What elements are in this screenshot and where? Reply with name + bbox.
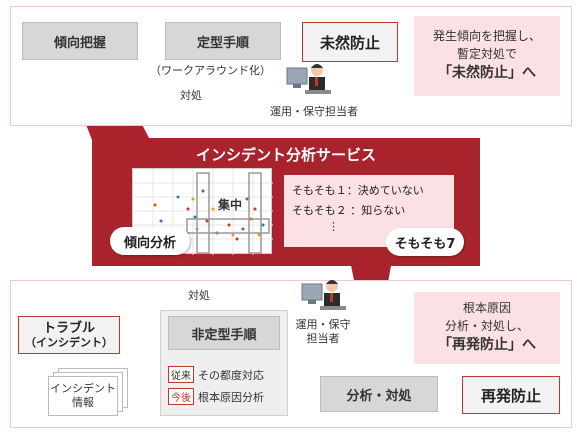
after-tag: 今後 [168, 388, 194, 405]
top-action-label: 対処 [180, 89, 202, 102]
sosomo-list: そもそも１：決めていない そもそも２ ：知らない ⋮ [284, 175, 454, 247]
workaround-label: （ワークアラウンド化） [150, 64, 271, 77]
recurrence-box: 再発防止 [462, 376, 560, 414]
sosomo7-pill: そもそも7 [386, 228, 464, 256]
analysis-box: 分析・対処 [320, 376, 438, 412]
trend-chart [132, 168, 273, 255]
standard-procedure-box: 定型手順 [165, 22, 281, 60]
incident-info-card: インシデント 情報 [48, 376, 118, 416]
operator-icon [286, 64, 331, 94]
bottom-operator-label: 運用・保守 担当者 [295, 318, 351, 346]
top-note: 発生傾向を把握し、 暫定対処で 「未然防止」へ [414, 16, 560, 96]
scatter-plot [133, 169, 273, 255]
concentration-label: 集中 [218, 198, 243, 212]
prevent-box: 未然防止 [302, 22, 398, 62]
before-row: 従来その都度対応 [168, 366, 264, 383]
trend-analysis-pill: 傾向分析 [110, 227, 190, 255]
after-row: 今後根本原因分析 [168, 388, 264, 405]
sosomo-item-1: そもそも１：決めていない [292, 184, 424, 197]
operator-icon-bottom [301, 280, 346, 310]
top-operator-label: 運用・保守担当者 [270, 105, 358, 118]
bottom-note: 根本原因 分析・対処し、 「再発防止」へ [414, 292, 560, 364]
sosomo-dots: ⋮ [328, 219, 339, 233]
bottom-action-label: 対処 [188, 289, 210, 302]
nonstandard-box: 非定型手順 [168, 316, 280, 350]
sosomo-item-2: そもそも２ ：知らない [292, 203, 406, 217]
service-title: インシデント分析サービス [195, 146, 376, 164]
trouble-box: トラブル （インシデント） [18, 316, 120, 354]
before-tag: 従来 [168, 366, 194, 383]
trend-box: 傾向把握 [22, 22, 138, 60]
